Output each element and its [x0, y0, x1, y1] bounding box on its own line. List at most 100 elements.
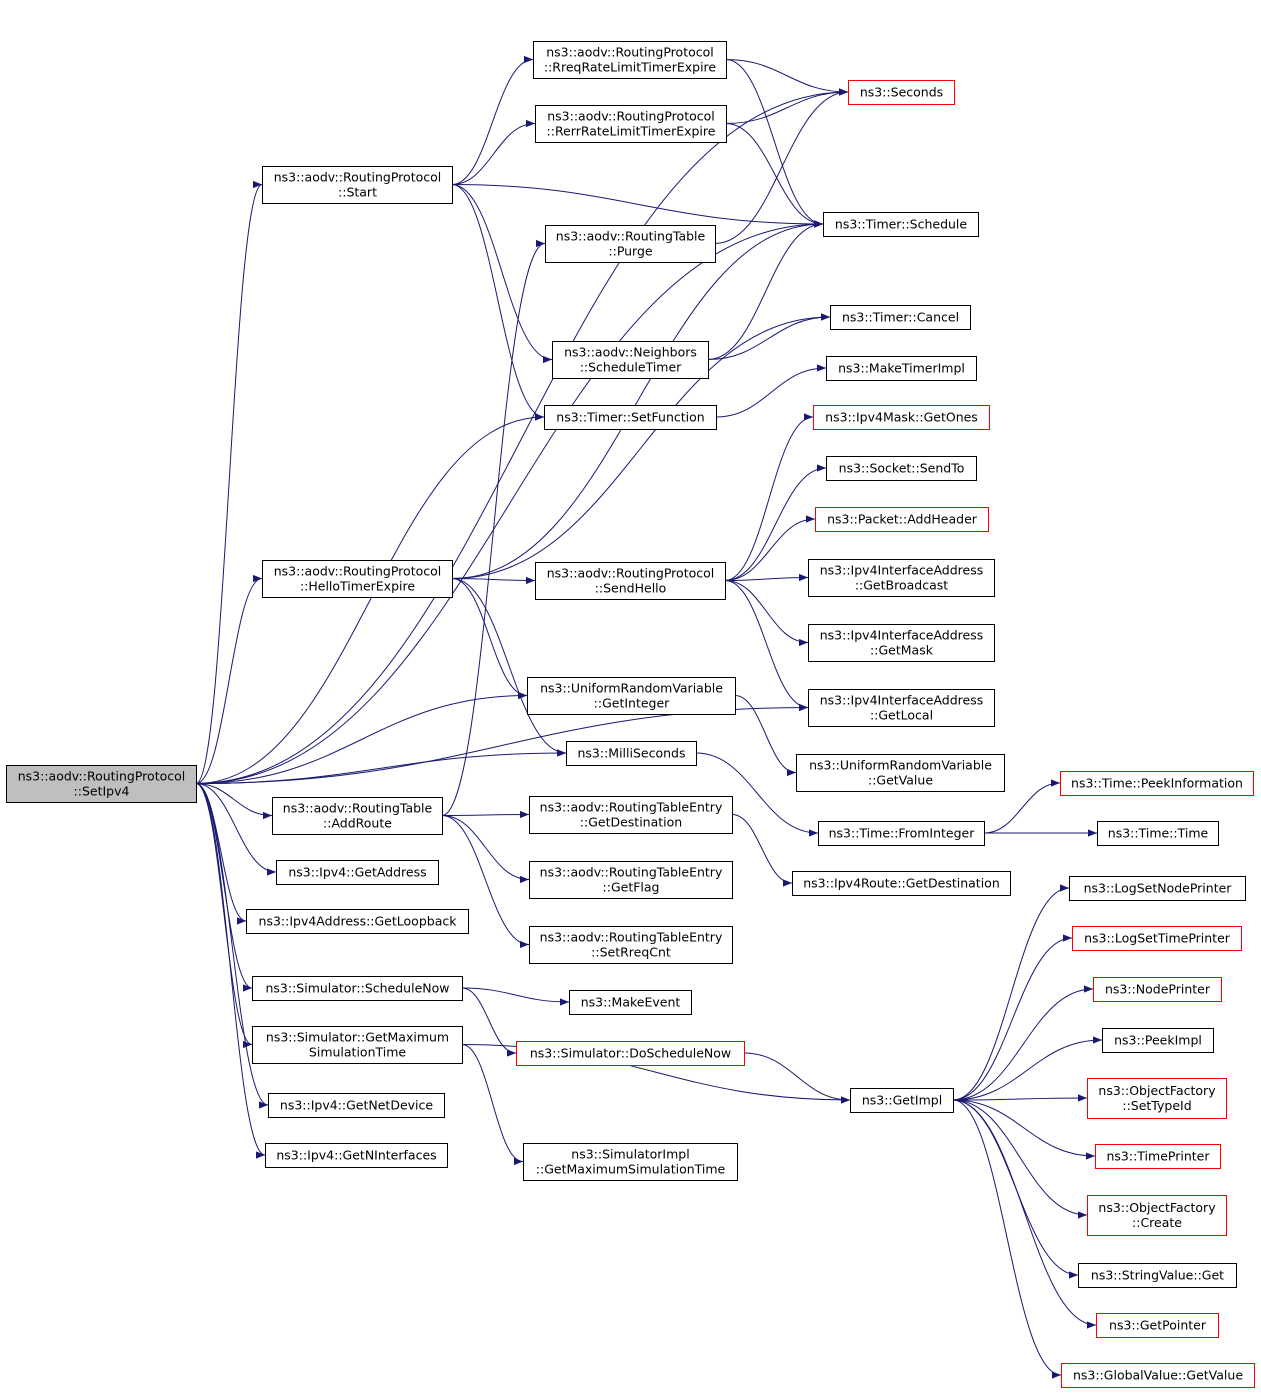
node-ipv4mask-get-ones[interactable]: ns3::Ipv4Mask::GetOnes: [813, 405, 990, 430]
node-box: [523, 1143, 738, 1181]
node-iia-get-local[interactable]: ns3::Ipv4InterfaceAddress::GetLocal: [808, 689, 995, 727]
node-label: ns3::Ipv4Mask::GetOnes: [825, 410, 978, 425]
node-of-set-type-id[interactable]: ns3::ObjectFactory::SetTypeId: [1087, 1078, 1227, 1119]
node-box: [792, 871, 1011, 896]
node-box: [262, 166, 453, 204]
node-iia-get-broadcast[interactable]: ns3::Ipv4InterfaceAddress::GetBroadcast: [808, 559, 995, 597]
node-label: ns3::Ipv4Address::GetLoopback: [259, 914, 458, 929]
node-box: [815, 507, 989, 532]
node-setipv4[interactable]: ns3::aodv::RoutingProtocol::SetIpv4: [6, 765, 197, 803]
edge-get-impl-to-of-set-type-id: [952, 1094, 1088, 1102]
node-label: ns3::ObjectFactory: [1098, 1083, 1216, 1098]
edge-send-hello-to-iia-get-broadcast: [724, 573, 809, 582]
node-peek-impl[interactable]: ns3::PeekImpl: [1102, 1028, 1214, 1053]
node-get-net-device[interactable]: ns3::Ipv4::GetNetDevice: [268, 1093, 445, 1118]
node-box: [552, 341, 709, 379]
node-global-value-get-value[interactable]: ns3::GlobalValue::GetValue: [1061, 1363, 1255, 1388]
node-packet-add-header[interactable]: ns3::Packet::AddHeader: [815, 507, 989, 532]
node-socket-send-to[interactable]: ns3::Socket::SendTo: [826, 456, 977, 481]
node-timer-schedule[interactable]: ns3::Timer::Schedule: [823, 212, 979, 237]
node-neighbors-schedule[interactable]: ns3::aodv::Neighbors::ScheduleTimer: [552, 341, 709, 379]
edge-rreq-expire-to-seconds: [725, 59, 849, 96]
node-log-set-node-printer[interactable]: ns3::LogSetNodePrinter: [1069, 876, 1246, 901]
edge-rte-get-destination-to-ipv4route-get-destination: [731, 814, 793, 887]
node-get-ninterfaces[interactable]: ns3::Ipv4::GetNInterfaces: [265, 1143, 448, 1168]
node-label: ns3::LogSetTimePrinter: [1084, 931, 1231, 946]
node-box: [808, 689, 995, 727]
node-uniform-get-value[interactable]: ns3::UniformRandomVariable::GetValue: [796, 754, 1005, 792]
node-label: ns3::aodv::RoutingProtocol: [547, 566, 715, 581]
node-box: [535, 562, 726, 600]
edge-hello-expire-to-milliseconds: [451, 578, 567, 757]
node-box: [830, 305, 971, 330]
node-label: ::Purge: [608, 244, 653, 259]
node-get-max-sim[interactable]: ns3::Simulator::GetMaximumSimulationTime: [252, 1026, 463, 1064]
node-iia-get-mask[interactable]: ns3::Ipv4InterfaceAddress::GetMask: [808, 624, 995, 662]
node-label: ns3::UniformRandomVariable: [809, 758, 992, 773]
function-nodes: ns3::aodv::RoutingProtocol::SetIpv4ns3::…: [6, 41, 1255, 1388]
node-label: ns3::Simulator::ScheduleNow: [265, 981, 449, 996]
node-milliseconds[interactable]: ns3::MilliSeconds: [566, 741, 697, 766]
node-label: ns3::Ipv4::GetAddress: [288, 865, 426, 880]
edge-get-max-sim-to-simimpl-get-max: [461, 1044, 524, 1166]
node-rte-get-flag[interactable]: ns3::aodv::RoutingTableEntry::GetFlag: [529, 861, 733, 899]
edge-uniform-get-integer-to-uniform-get-value: [734, 695, 797, 777]
node-rte-get-destination[interactable]: ns3::aodv::RoutingTableEntry::GetDestina…: [529, 796, 733, 834]
node-rte-set-rreq-cnt[interactable]: ns3::aodv::RoutingTableEntry::SetRreqCnt: [529, 926, 733, 964]
node-label: ns3::GetPointer: [1109, 1318, 1207, 1333]
edge-start-to-rreq-expire: [451, 55, 534, 185]
node-time-printer[interactable]: ns3::TimePrinter: [1095, 1144, 1221, 1169]
node-label: ns3::aodv::RoutingTableEntry: [540, 865, 723, 880]
node-time-from-integer[interactable]: ns3::Time::FromInteger: [818, 821, 985, 846]
node-rerr-expire[interactable]: ns3::aodv::RoutingProtocol::RerrRateLimi…: [535, 105, 727, 143]
node-string-value-get[interactable]: ns3::StringValue::Get: [1078, 1263, 1237, 1288]
node-label: ns3::GlobalValue::GetValue: [1073, 1368, 1243, 1383]
node-make-timer-impl[interactable]: ns3::MakeTimerImpl: [826, 356, 977, 381]
node-label: ::Start: [338, 185, 377, 200]
node-label: ns3::Ipv4Route::GetDestination: [803, 876, 1000, 891]
node-label: ::GetInteger: [594, 696, 671, 711]
node-log-set-time-printer[interactable]: ns3::LogSetTimePrinter: [1072, 926, 1242, 951]
node-label: ns3::Timer::Schedule: [835, 217, 967, 232]
node-start[interactable]: ns3::aodv::RoutingProtocol::Start: [262, 166, 453, 204]
edge-send-hello-to-socket-send-to: [724, 464, 827, 581]
node-label: ns3::LogSetNodePrinter: [1084, 881, 1233, 896]
node-label: ns3::StringValue::Get: [1091, 1268, 1224, 1283]
node-hello-expire[interactable]: ns3::aodv::RoutingProtocol::HelloTimerEx…: [262, 560, 453, 598]
edge-setipv4-to-get-address: [195, 783, 277, 876]
node-set-function[interactable]: ns3::Timer::SetFunction: [544, 405, 717, 430]
node-rreq-expire[interactable]: ns3::aodv::RoutingProtocol::RreqRateLimi…: [533, 41, 727, 79]
node-label: ns3::aodv::RoutingProtocol: [547, 109, 715, 124]
node-label: ns3::Ipv4InterfaceAddress: [820, 563, 984, 578]
node-get-pointer[interactable]: ns3::GetPointer: [1096, 1313, 1219, 1338]
node-purge[interactable]: ns3::aodv::RoutingTable::Purge: [545, 225, 716, 263]
node-label: ns3::Simulator::DoScheduleNow: [530, 1046, 731, 1061]
node-node-printer[interactable]: ns3::NodePrinter: [1093, 977, 1222, 1002]
node-time-time[interactable]: ns3::Time::Time: [1097, 821, 1219, 846]
node-send-hello[interactable]: ns3::aodv::RoutingProtocol::SendHello: [535, 562, 726, 600]
node-label: ns3::aodv::RoutingProtocol: [274, 564, 442, 579]
node-uniform-get-integer[interactable]: ns3::UniformRandomVariable::GetInteger: [527, 677, 736, 715]
node-label: ::RreqRateLimitTimerExpire: [544, 60, 717, 75]
edge-setipv4-to-get-max-sim: [195, 783, 253, 1049]
node-label: ns3::Seconds: [860, 85, 943, 100]
node-seconds[interactable]: ns3::Seconds: [848, 80, 955, 105]
node-label: ::GetFlag: [603, 880, 660, 895]
node-of-create[interactable]: ns3::ObjectFactory::Create: [1087, 1195, 1227, 1236]
node-label: ns3::NodePrinter: [1105, 982, 1211, 997]
node-make-event[interactable]: ns3::MakeEvent: [569, 990, 692, 1015]
node-schedule-now[interactable]: ns3::Simulator::ScheduleNow: [252, 976, 463, 1001]
edge-neighbors-schedule-to-timer-cancel: [707, 313, 831, 360]
node-get-loopback[interactable]: ns3::Ipv4Address::GetLoopback: [246, 909, 469, 934]
node-timer-cancel[interactable]: ns3::Timer::Cancel: [830, 305, 971, 330]
node-ipv4route-get-destination[interactable]: ns3::Ipv4Route::GetDestination: [792, 871, 1011, 896]
node-do-schedule-now[interactable]: ns3::Simulator::DoScheduleNow: [516, 1041, 745, 1066]
node-label: ns3::MakeEvent: [581, 995, 681, 1010]
node-add-route[interactable]: ns3::aodv::RoutingTable::AddRoute: [272, 797, 443, 835]
node-box: [826, 356, 977, 381]
node-get-address[interactable]: ns3::Ipv4::GetAddress: [276, 860, 439, 885]
node-box: [818, 821, 985, 846]
node-simimpl-get-max[interactable]: ns3::SimulatorImpl::GetMaximumSimulation…: [523, 1143, 738, 1181]
node-get-impl[interactable]: ns3::GetImpl: [850, 1088, 954, 1113]
node-time-peek-information[interactable]: ns3::Time::PeekInformation: [1060, 771, 1254, 796]
